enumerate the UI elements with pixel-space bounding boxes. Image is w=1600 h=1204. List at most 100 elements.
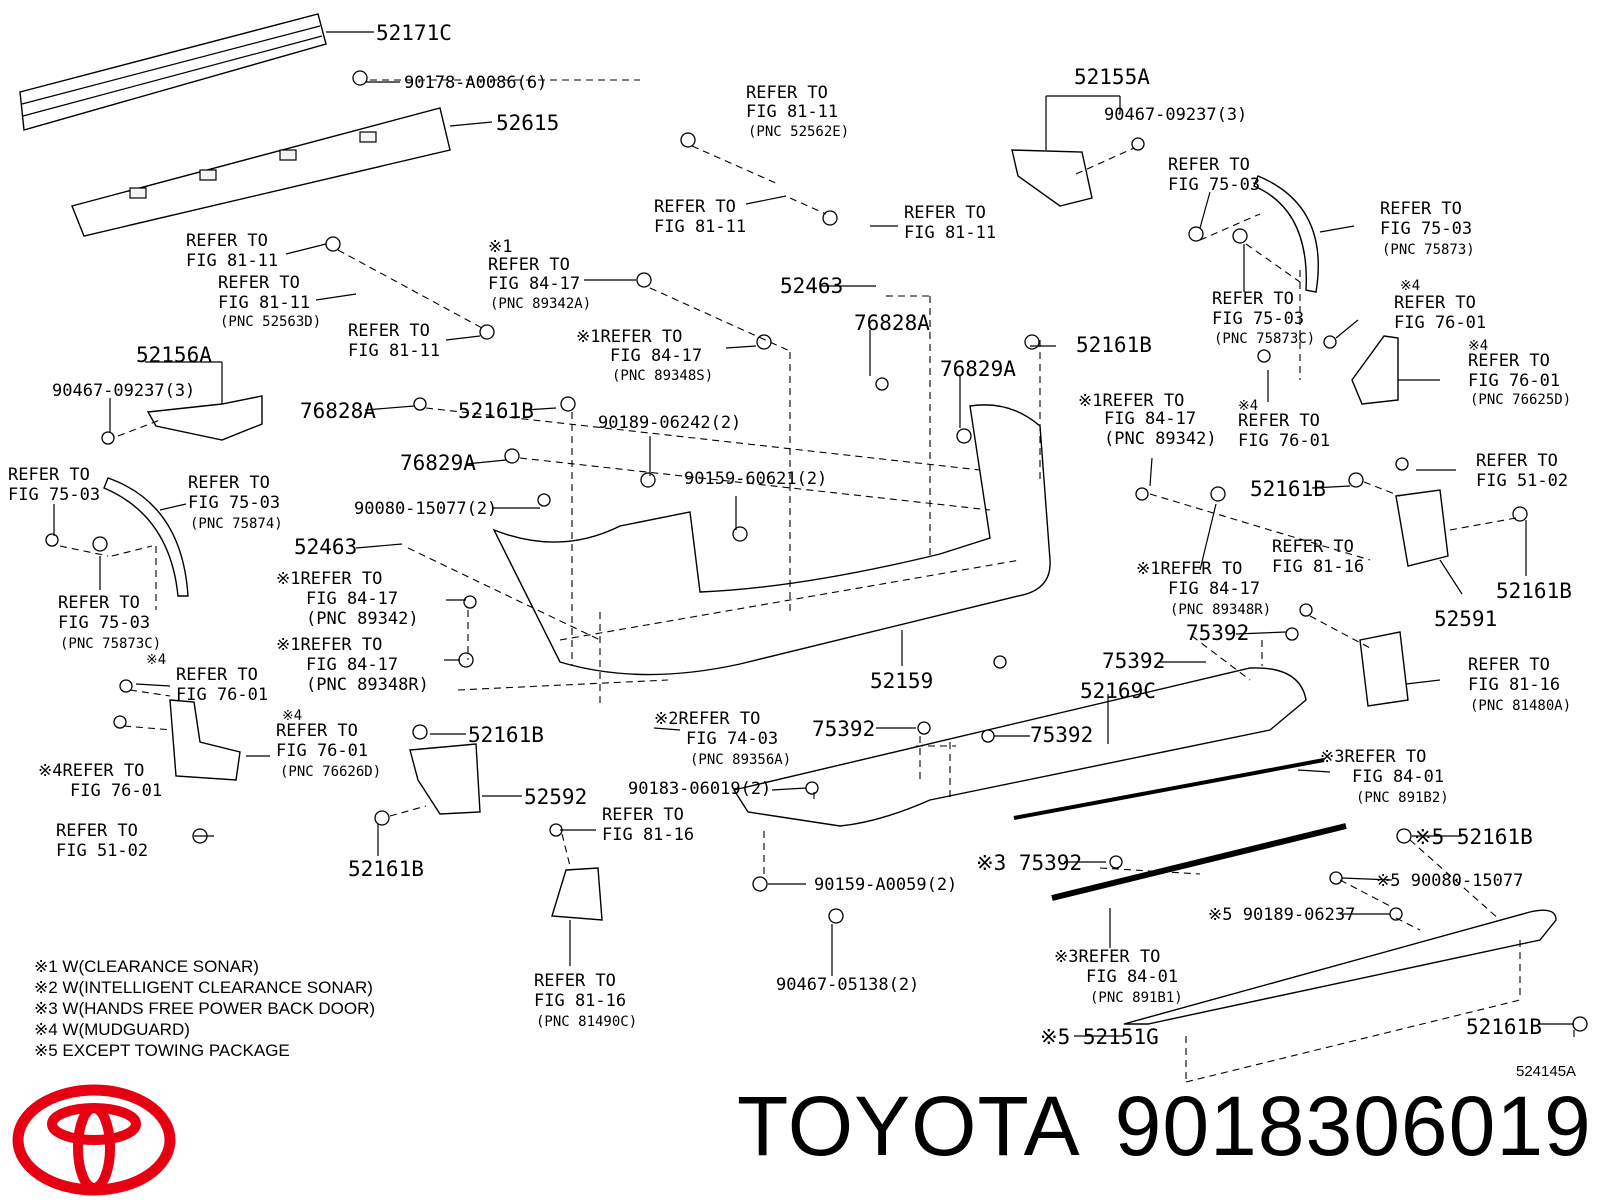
- label-52161b-a: 52161B: [1076, 333, 1152, 357]
- svg-text:FIG 75-03: FIG 75-03: [1212, 309, 1304, 329]
- label-90080-b: ※5 90080-15077: [1376, 871, 1523, 891]
- legend-item-2: ※2 W(INTELLIGENT CLEARANCE SONAR): [34, 978, 373, 997]
- label-76829a-b: 76829A: [400, 451, 476, 475]
- lower-bumper-part: [732, 667, 1307, 827]
- label-90189: 90189-06242(2): [598, 413, 741, 433]
- label-52463-a: 52463: [780, 274, 843, 298]
- label-75392-b: 75392: [1186, 621, 1249, 645]
- svg-text:REFER TO: REFER TO: [56, 821, 138, 841]
- alignment-dash-lines: [59, 79, 1575, 1083]
- legend: ※1 W(CLEARANCE SONAR) ※2 W(INTELLIGENT C…: [34, 957, 375, 1060]
- bracket-52156a-part: [146, 395, 263, 441]
- svg-text:FIG 51-02: FIG 51-02: [56, 841, 148, 861]
- svg-text:FIG 84-01: FIG 84-01: [1352, 767, 1444, 787]
- svg-text:REFER TO: REFER TO: [1394, 293, 1476, 313]
- svg-text:FIG 81-16: FIG 81-16: [602, 825, 694, 845]
- label-52161b-f: 52161B: [348, 857, 424, 881]
- reflex-lamp-right-part: [1359, 631, 1409, 707]
- svg-text:FIG 76-01: FIG 76-01: [1238, 431, 1330, 451]
- label-90080-a: 90080-15077(2): [354, 499, 497, 519]
- svg-text:REFER TO: REFER TO: [1468, 655, 1550, 675]
- label-75392-e: ※3 75392: [976, 851, 1082, 875]
- svg-text:REFER TO: REFER TO: [602, 805, 684, 825]
- label-52161b-h: 52161B: [1466, 1015, 1542, 1039]
- label-52156a: 52156A: [136, 343, 212, 367]
- side-bracket-52592-part: [409, 743, 481, 815]
- svg-text:FIG 84-17: FIG 84-17: [1168, 579, 1260, 599]
- diagram-reference-number: 524145A: [1516, 1063, 1576, 1080]
- rear-spoiler-part: [1123, 909, 1557, 1025]
- svg-text:(PNC 89356A): (PNC 89356A): [690, 752, 791, 768]
- legend-item-4: ※4 W(MUDGUARD): [34, 1020, 190, 1039]
- svg-text:※1REFER TO: ※1REFER TO: [1136, 559, 1242, 579]
- label-90467-c: 90467-05138(2): [776, 975, 919, 995]
- svg-text:(PNC 81480A): (PNC 81480A): [1470, 698, 1571, 714]
- svg-text:FIG 81-16: FIG 81-16: [1468, 675, 1560, 695]
- svg-text:(PNC 89342A): (PNC 89342A): [490, 296, 591, 312]
- svg-text:※1REFER TO: ※1REFER TO: [576, 327, 682, 347]
- svg-text:FIG 84-17: FIG 84-17: [610, 346, 702, 366]
- label-52591: 52591: [1434, 607, 1497, 631]
- svg-text:※4: ※4: [282, 708, 302, 724]
- svg-text:REFER TO: REFER TO: [654, 197, 736, 217]
- svg-text:REFER TO: REFER TO: [276, 721, 358, 741]
- svg-text:※4: ※4: [146, 652, 166, 668]
- fender-liner-left-part: [103, 477, 189, 597]
- svg-text:REFER TO: REFER TO: [1380, 199, 1462, 219]
- svg-text:REFER TO: REFER TO: [188, 473, 270, 493]
- svg-text:※1REFER TO: ※1REFER TO: [276, 635, 382, 655]
- svg-text:REFER TO: REFER TO: [186, 231, 268, 251]
- svg-text:REFER TO: REFER TO: [488, 255, 570, 275]
- label-52161b-b: 52161B: [458, 399, 534, 423]
- bumper-cover-part: [492, 404, 1051, 676]
- harness-strip-1: [1013, 758, 1325, 820]
- label-76828a-a: 76828A: [854, 311, 930, 335]
- svg-text:FIG 76-01: FIG 76-01: [276, 741, 368, 761]
- side-bracket-52591-part: [1395, 489, 1449, 567]
- svg-text:(PNC 76626D): (PNC 76626D): [280, 764, 381, 780]
- svg-text:REFER TO: REFER TO: [348, 321, 430, 341]
- svg-text:REFER TO: REFER TO: [1272, 537, 1354, 557]
- svg-text:(PNC 76625D): (PNC 76625D): [1470, 392, 1571, 408]
- svg-text:(PNC 75874): (PNC 75874): [190, 516, 283, 532]
- label-52161b-d: 52161B: [1496, 579, 1572, 603]
- fasteners: [45, 70, 1588, 1032]
- svg-text:REFER TO: REFER TO: [1212, 289, 1294, 309]
- label-52615: 52615: [496, 111, 559, 135]
- svg-text:FIG 51-02: FIG 51-02: [1476, 471, 1568, 491]
- svg-text:※1REFER TO: ※1REFER TO: [1078, 391, 1184, 411]
- svg-text:FIG 84-17: FIG 84-17: [488, 274, 580, 294]
- svg-text:FIG 75-03: FIG 75-03: [1380, 219, 1472, 239]
- bracket-52155a-part: [1011, 149, 1093, 207]
- svg-text:FIG 81-11: FIG 81-11: [904, 223, 996, 243]
- fender-liner-right-part: [1253, 175, 1319, 293]
- svg-text:FIG 81-11: FIG 81-11: [186, 251, 278, 271]
- brand-name: TOYOTA: [737, 1079, 1081, 1173]
- label-90159-b: 90159-A0059(2): [814, 875, 957, 895]
- svg-text:※4: ※4: [1400, 278, 1420, 294]
- svg-text:※4: ※4: [1238, 398, 1258, 414]
